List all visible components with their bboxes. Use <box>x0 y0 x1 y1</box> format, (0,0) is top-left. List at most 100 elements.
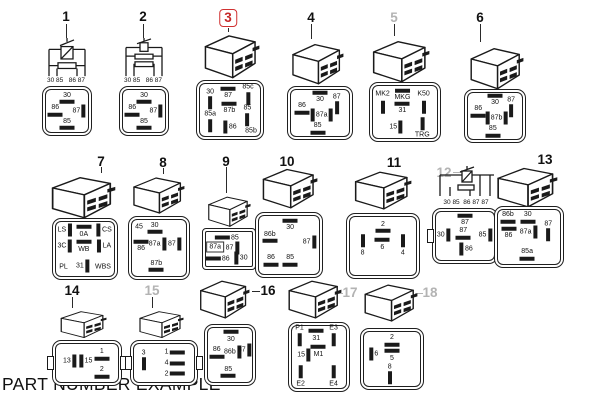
item-2-schematic-pin-labels: 30 85 86 87 <box>124 77 162 84</box>
item-13-pin-87a: 87a <box>520 225 537 239</box>
pin-label: 86 <box>137 245 146 252</box>
pin-contact-bar <box>485 111 490 125</box>
item-17-pin-E3: E3 <box>329 325 338 347</box>
item-18-pin-6: 6 <box>368 347 378 361</box>
pin-contact-bar <box>262 239 278 244</box>
pin-contact-bar <box>220 373 236 378</box>
item-12-pin-85: 85 <box>479 228 492 242</box>
pin-contact-bar <box>263 262 279 267</box>
pin-label: 87 <box>237 346 246 354</box>
item-3-pin-85a: 85a <box>204 111 216 133</box>
pin-label: 85a <box>521 248 533 256</box>
pin-contact-bar <box>133 239 149 244</box>
item-15-relay-body <box>134 308 184 339</box>
pin-label: 8 <box>387 362 392 370</box>
pin-label: 87 <box>224 92 233 100</box>
pin-label: 87a <box>206 241 225 253</box>
item-10-pin-87: 87 <box>303 235 317 249</box>
item-4-number: 4 <box>307 10 315 25</box>
pin-contact-bar <box>67 223 72 237</box>
pin-label: 85 <box>286 253 295 261</box>
pin-contact-bar <box>223 329 239 334</box>
pin-label: 86 <box>298 102 306 110</box>
item-15-pin-2: 2 <box>165 370 185 377</box>
pin-label: 87 <box>168 240 176 248</box>
pin-label: 30 <box>150 221 159 229</box>
pin-contact-bar <box>519 256 535 261</box>
pin-label: 8 <box>360 249 365 257</box>
pin-label: 86 <box>228 123 237 131</box>
item-5-relay-body <box>366 36 430 84</box>
item-1-pin-87: 87 <box>73 104 86 118</box>
pin-label: 85 <box>63 117 71 125</box>
pin-contact-bar <box>67 239 72 253</box>
pin-label: 31 <box>76 262 84 270</box>
item-7-relay-body <box>44 172 116 220</box>
pin-contact-bar <box>209 354 225 359</box>
pin-label: 87a <box>148 240 161 248</box>
pin-contact-bar <box>310 345 326 350</box>
item-5-pin-31: 31 <box>394 101 410 115</box>
pin-label: 87 <box>225 244 234 252</box>
item-18-number: 18 <box>422 285 438 300</box>
pin-contact-bar <box>237 345 242 359</box>
item-5-pin-15: 15 <box>389 120 403 134</box>
item-16-number: 16 <box>260 283 276 298</box>
item-15-pin-1: 1 <box>165 349 185 356</box>
pin-label: 87a <box>315 111 328 119</box>
item-13-relay-body <box>490 163 558 209</box>
item-4-pin-86: 86 <box>294 102 310 115</box>
pin-contact-bar <box>208 96 213 110</box>
pin-contact-bar <box>398 120 403 134</box>
item-2-pin-30: 30 <box>136 91 152 104</box>
item-11-relay-body <box>348 167 412 211</box>
pin-contact-bar <box>221 101 237 106</box>
item-2-leader-line <box>143 24 144 38</box>
pin-label: 2 <box>381 220 385 228</box>
item-16-pin-87: 87 <box>237 343 252 357</box>
item-15-socket-tab-left <box>125 356 132 370</box>
item-16-pin-86: 86 <box>209 346 225 359</box>
pin-label: PL <box>59 263 68 271</box>
item-8-pin-86: 86 <box>133 239 149 252</box>
pin-contact-bar <box>459 242 464 256</box>
pin-contact-bar <box>380 100 385 114</box>
item-15-pin-4: 4 <box>165 360 185 367</box>
item-6-relay-body <box>464 43 524 91</box>
item-2-pin-86: 86 <box>124 104 140 117</box>
item-7-pin-WB: WB <box>76 240 92 253</box>
pin-contact-bar <box>368 347 373 361</box>
pin-label: 87 <box>149 107 158 115</box>
item-11-pin-2: 2 <box>375 220 391 234</box>
pin-contact-bar <box>503 111 508 125</box>
pin-label: 31 <box>398 107 407 115</box>
pin-contact-bar <box>331 365 336 379</box>
pin-contact-bar <box>94 356 110 361</box>
pin-label: 86 <box>504 231 513 239</box>
pin-label: 87b <box>223 107 236 115</box>
item-7-pin-LA: LA <box>97 239 111 253</box>
item-3-leader-line <box>228 28 229 32</box>
item-9-pin-30: 30 <box>234 251 248 265</box>
item-6-pin-30: 30 <box>487 93 503 106</box>
item-15-leader-line <box>152 297 153 308</box>
pin-contact-bar <box>141 357 146 371</box>
pin-label: 85b <box>245 127 257 135</box>
pin-label: 30 <box>286 223 295 231</box>
pin-contact-bar <box>85 259 90 273</box>
item-5-number: 5 <box>390 10 398 25</box>
item-13-number: 13 <box>537 152 553 167</box>
pin-label: 87 <box>544 219 553 227</box>
item-17-pin-M1: M1 <box>310 345 326 358</box>
item-14-leader-line <box>72 297 73 308</box>
